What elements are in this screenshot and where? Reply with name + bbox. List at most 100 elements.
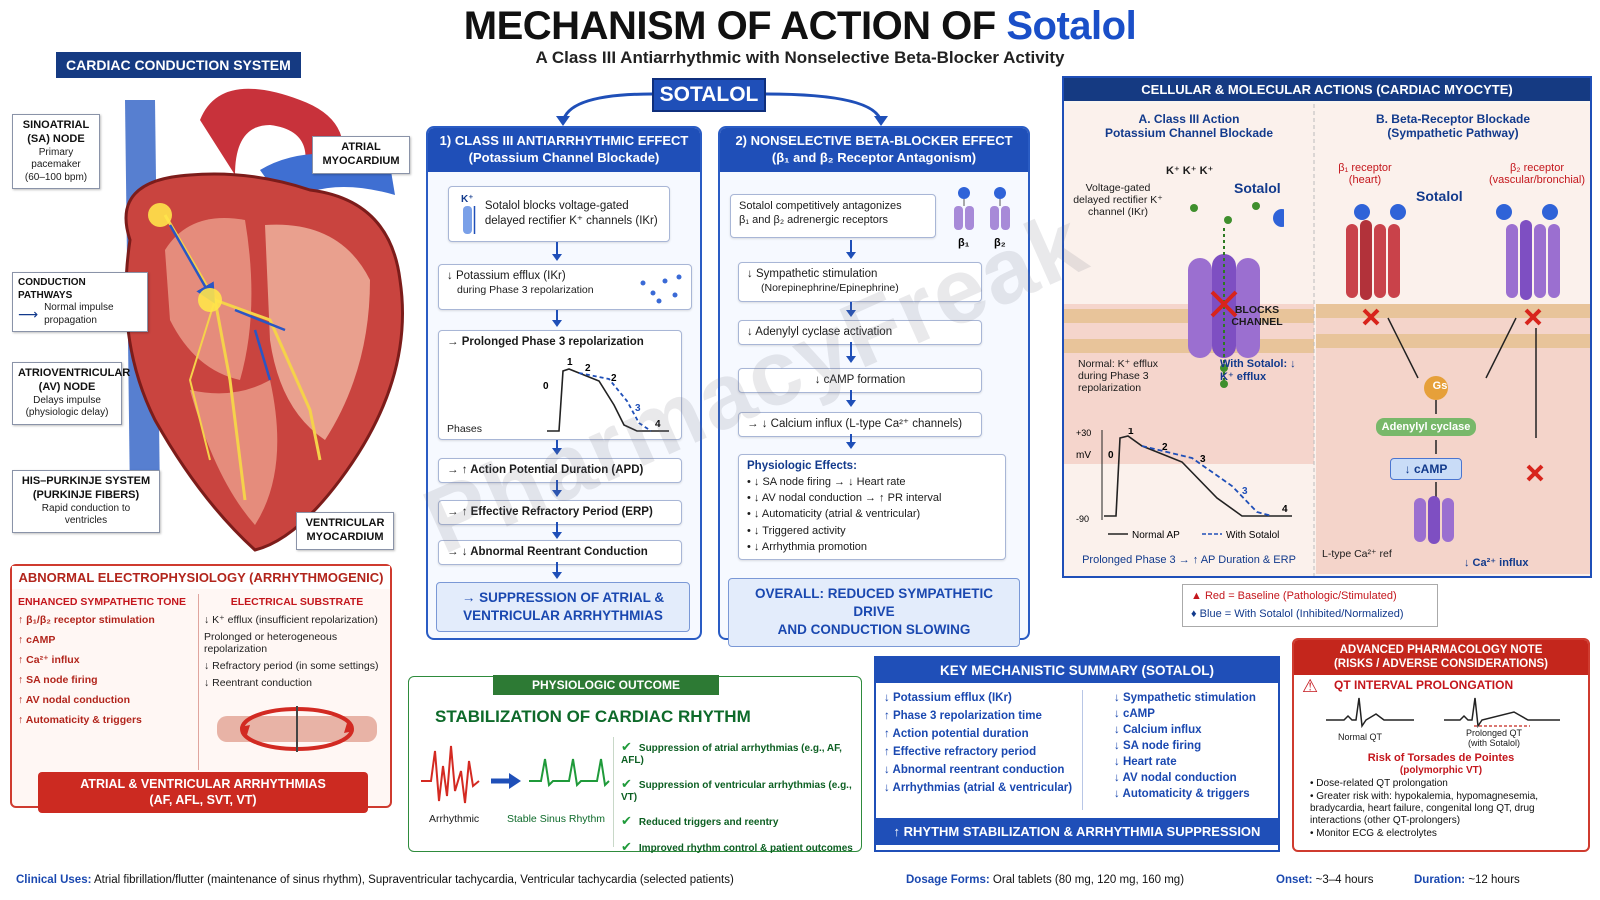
beta-signaling-pathway xyxy=(1346,204,1560,544)
cellular-title: CELLULAR & MOLECULAR ACTIONS (CARDIAC MY… xyxy=(1064,78,1590,101)
divider xyxy=(1082,690,1083,810)
beta1-receptor-label: β₁ receptor (heart) xyxy=(1330,162,1400,186)
beta-step1-line1: Sotalol competitively antagonizes xyxy=(739,200,902,212)
qt-title: QT INTERVAL PROLONGATION xyxy=(1334,678,1514,692)
footer-duration: Duration: ~12 hours xyxy=(1414,874,1520,886)
page-title: MECHANISM OF ACTION OF Sotalol xyxy=(0,4,1600,49)
class3-title-line1: 1) CLASS III ANTIARRHYTHMIC EFFECT xyxy=(439,133,689,148)
graph-unit-label: mV xyxy=(1076,450,1091,461)
arrhythmias-banner: ATRIAL & VENTRICULAR ARRHYTHMIAS (AF, AF… xyxy=(38,772,368,813)
phase-num: 3 xyxy=(635,403,641,414)
advanced-bullets: • Dose-related QT prolongation • Greater… xyxy=(1310,778,1582,841)
list-item: ↑ Automaticity & triggers xyxy=(18,714,142,726)
uses-label: Clinical Uses: xyxy=(16,874,92,886)
phase-num: 1 xyxy=(567,357,573,368)
phase-num: 3 xyxy=(1242,486,1248,497)
ventricular-text: VENTRICULAR MYOCARDIUM xyxy=(305,517,385,543)
arrhythmias-banner-line2: (AF, AFL, SVT, VT) xyxy=(149,793,257,808)
footer-dosage: Dosage Forms: Oral tablets (80 mg, 120 m… xyxy=(906,874,1184,886)
list-item: ↑ cAMP xyxy=(18,634,56,646)
outcome-badge: PHYSIOLOGIC OUTCOME xyxy=(493,675,719,695)
reentry-circuit-icon xyxy=(217,706,377,752)
list-item: Reduced triggers and reentry xyxy=(621,813,861,829)
qt-ecg-icon xyxy=(1326,697,1560,729)
conduction-tag: CARDIAC CONDUCTION SYSTEM xyxy=(56,52,301,78)
phases-label: Phases xyxy=(447,423,483,435)
advanced-note-panel: ADVANCED PHARMACOLOGY NOTE (RISKS / ADVE… xyxy=(1292,638,1590,852)
sotalol-label-b: Sotalol xyxy=(1416,188,1463,204)
class3-step-efflux: ↓ Potassium efflux (IKr) during Phase 3 … xyxy=(438,264,692,310)
dosage-label: Dosage Forms: xyxy=(906,874,990,886)
camp-box: ↓ cAMP xyxy=(1390,458,1462,480)
channel-label: Voltage-gated delayed rectifier K⁺ chann… xyxy=(1073,182,1163,218)
list-item: • ↓ Triggered activity xyxy=(747,524,846,537)
key-blue-text: Blue = With Sotalol (Inhibited/Normalize… xyxy=(1199,607,1404,620)
onset-label: Onset: xyxy=(1276,874,1313,886)
list-item: ↓ cAMP xyxy=(1114,708,1155,720)
list-item: • ↓ SA node firing → ↓ Heart rate xyxy=(747,475,906,488)
membrane-ap-graph: +30 mV -90 0 1 2 3 3 4 Normal AP With So… xyxy=(1076,428,1292,541)
adenylyl-cyclase-label: Adenylyl cyclase xyxy=(1376,418,1476,436)
list-item: ↓ Abnormal reentrant conduction xyxy=(884,764,1065,776)
k-ions-label: K⁺ K⁺ K⁺ xyxy=(1166,165,1214,177)
list-item: Prolonged or heterogeneous repolarizatio… xyxy=(204,631,338,655)
blocks-channel-label: BLOCKS CHANNEL xyxy=(1231,304,1283,328)
sympathetic-column: ENHANCED SYMPATHETIC TONE ↑ β₁/β₂ recept… xyxy=(18,596,196,734)
title-drug: Sotalol xyxy=(1006,4,1137,48)
list-item: • Dose-related QT prolongation xyxy=(1310,778,1448,789)
with-sotalol-efflux-label: With Sotalol: ↓ K⁺ efflux xyxy=(1220,358,1296,383)
key-red-text: Red = Baseline (Pathologic/Stimulated) xyxy=(1204,590,1397,602)
footer-clinical-uses: Clinical Uses: Atrial fibrillation/flutt… xyxy=(16,874,734,886)
class3-step3-text: → Prolonged Phase 3 repolarization xyxy=(447,336,644,348)
beta-step-sympathetic: ↓ Sympathetic stimulation (Norepinephrin… xyxy=(738,262,982,302)
heart-illustration xyxy=(124,88,404,552)
summary-panel: KEY MECHANISTIC SUMMARY (SOTALOL) ↓ Pota… xyxy=(874,656,1280,852)
cellular-a-title-line1: A. Class III Action xyxy=(1138,112,1240,126)
list-item: • ↓ Arrhythmia promotion xyxy=(747,541,868,553)
dosage-text: Oral tablets (80 mg, 120 mg, 160 mg) xyxy=(992,874,1185,886)
beta1-receptor-line1: β₁ receptor xyxy=(1338,162,1392,174)
page-subtitle: A Class III Antiarrhythmic with Nonselec… xyxy=(535,48,1065,67)
pathways-title: CONDUCTION PATHWAYS xyxy=(18,277,86,301)
list-item: ↑ Effective refractory period xyxy=(884,746,1037,758)
duration-label: Duration: xyxy=(1414,874,1466,886)
duration-text: ~12 hours xyxy=(1468,874,1520,886)
legend-with-sotalol: With Sotalol xyxy=(1226,530,1279,541)
beta-step-calcium: → ↓ Calcium influx (L-type Ca²⁺ channels… xyxy=(738,412,982,437)
av-node-title: ATRIOVENTRICULAR (AV) NODE xyxy=(18,367,131,393)
effects-title: Physiologic Effects: xyxy=(747,460,857,472)
list-item: ↓ SA node firing xyxy=(1114,740,1202,752)
beta-step-camp: ↓ cAMP formation xyxy=(738,368,982,393)
phase-num: 3 xyxy=(1200,454,1206,465)
his-line1: Rapid conduction to xyxy=(41,502,131,514)
ventricular-myocardium-label: VENTRICULAR MYOCARDIUM xyxy=(296,512,394,550)
onset-text: ~3–4 hours xyxy=(1315,874,1374,886)
torsades-label: Risk of Torsades de Pointes (polymorphic… xyxy=(1294,752,1588,776)
warning-triangle-icon: ⚠ xyxy=(1302,676,1319,696)
substrate-list: ↓ K⁺ efflux (insufficient repolarization… xyxy=(204,614,390,689)
title-prefix: MECHANISM OF ACTION OF xyxy=(463,4,996,48)
arrhythmic-label: Arrhythmic xyxy=(429,813,480,825)
class3-conclusion-line1: → SUPPRESSION OF ATRIAL & xyxy=(461,590,665,605)
beta-conclusion-line1: OVERALL: REDUCED SYMPATHETIC DRIVE xyxy=(754,586,993,620)
av-node-line1: Delays impulse xyxy=(33,394,101,406)
list-item: • Greater risk with: hypokalemia, hypoma… xyxy=(1310,791,1539,826)
prolonged-qt-label: Prolonged QT (with Sotalol) xyxy=(1444,728,1544,749)
legend-normal-ap: Normal AP xyxy=(1132,530,1180,541)
beta-step1-line2: β₁ and β₂ adrenergic receptors xyxy=(739,214,889,227)
his-purkinje-label: HIS–PURKINJE SYSTEM (PURKINJE FIBERS) Ra… xyxy=(12,470,160,533)
beta2-label: β₂ xyxy=(994,237,1006,249)
list-item: ↓ Automaticity & triggers xyxy=(1114,788,1250,800)
rhythm-comparison-icon xyxy=(421,745,610,804)
list-item: Improved rhythm control & patient outcom… xyxy=(621,839,861,855)
graph-caption: Prolonged Phase 3 → ↑ AP Duration & ERP xyxy=(1082,554,1296,566)
phase-num: 2 xyxy=(1162,442,1168,453)
list-item: • Monitor ECG & electrolytes xyxy=(1310,828,1437,839)
outcome-title: STABILIZATION OF CARDIAC RHYTHM xyxy=(435,707,751,726)
list-item: • ↓ Automaticity (atrial & ventricular) xyxy=(747,508,921,521)
beta-receptors-icon: β₁ β₂ xyxy=(954,187,1010,249)
class3-conclusion-line2: VENTRICULAR ARRHYTHMIAS xyxy=(463,608,663,624)
substrate-title: ELECTRICAL SUBSTRATE xyxy=(230,596,364,608)
color-key: ▲ Red = Baseline (Pathologic/Stimulated)… xyxy=(1182,584,1438,628)
list-item: • ↓ AV nodal conduction → ↑ PR interval xyxy=(747,492,942,505)
